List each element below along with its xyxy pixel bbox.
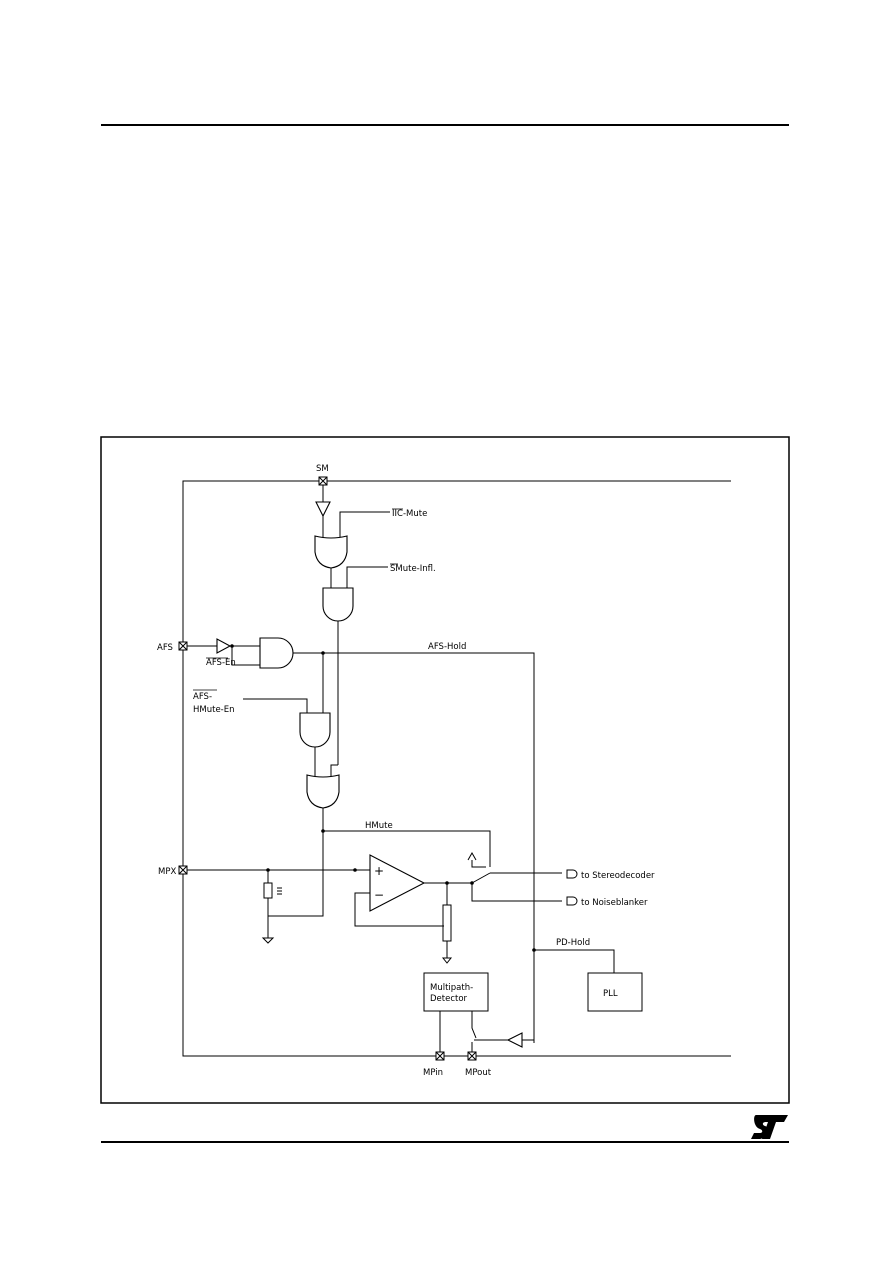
- stereo-output-icon: [566, 869, 578, 879]
- hmute-wire: [267, 808, 324, 917]
- noise-output-label: to Noiseblanker: [581, 898, 648, 908]
- mpin-label: MPin: [423, 1068, 443, 1078]
- hmute-label: HMute: [365, 821, 393, 831]
- and-gate-3: [299, 712, 331, 748]
- multipath-label-2: Detector: [430, 994, 468, 1004]
- iic-mute-label: IIC-Mute: [392, 509, 427, 519]
- sm-label: SM: [316, 464, 329, 474]
- afs-hold-label: AFS-Hold: [428, 642, 466, 652]
- top-rule: [101, 124, 789, 126]
- sm-pin: [318, 476, 328, 486]
- gain-resistor: [442, 904, 452, 942]
- noise-output-icon: [566, 896, 578, 906]
- feedback-wire: [354, 892, 440, 927]
- mpx-pin: [178, 865, 188, 875]
- mpx-resistor: [263, 882, 273, 899]
- afs-buffer: [216, 638, 232, 654]
- mpx-label: MPX: [158, 867, 176, 877]
- ground-icon: [261, 937, 275, 944]
- smute-infl-wire: [346, 566, 388, 588]
- mpout-pin: [467, 1051, 477, 1061]
- vref-icon: [467, 851, 486, 868]
- afs-hmute-en-label-1: AFS-: [193, 692, 212, 702]
- pll-block: [587, 972, 643, 1012]
- smute-infl-label: SMute-Infl.: [390, 564, 436, 574]
- afs-hold-wire: [293, 652, 535, 1043]
- and-gate-2: [259, 637, 294, 669]
- pd-hold-label: PD-Hold: [556, 938, 590, 948]
- opamp-plus: +: [374, 864, 384, 878]
- multipath-detector-block: [423, 972, 489, 1012]
- pd-hold-buffer: [506, 1032, 523, 1048]
- st-logo-icon: [751, 1115, 788, 1139]
- opamp: [369, 854, 426, 912]
- sm-buffer: [315, 501, 331, 518]
- chip-boundary: [182, 480, 731, 1057]
- afs-pin: [178, 641, 188, 651]
- bottom-rule: [101, 1141, 789, 1143]
- diagram-frame: [100, 436, 790, 1104]
- pll-label: PLL: [603, 989, 618, 999]
- mpout-label: MPout: [465, 1068, 492, 1078]
- afs-en-label: AFS-En: [206, 658, 236, 668]
- stereo-output-label: to Stereodecoder: [581, 871, 655, 881]
- mpin-pin: [435, 1051, 445, 1061]
- afs-label: AFS: [157, 643, 173, 653]
- iic-mute-wire: [339, 511, 390, 538]
- multipath-label-1: Multipath-: [430, 983, 473, 993]
- and-gate-1: [322, 587, 354, 622]
- or-gate-2: [306, 774, 340, 809]
- opamp-minus: −: [374, 888, 384, 902]
- or-gate-1: [314, 535, 348, 569]
- afs-hmute-en-label-2: HMute-En: [193, 705, 235, 715]
